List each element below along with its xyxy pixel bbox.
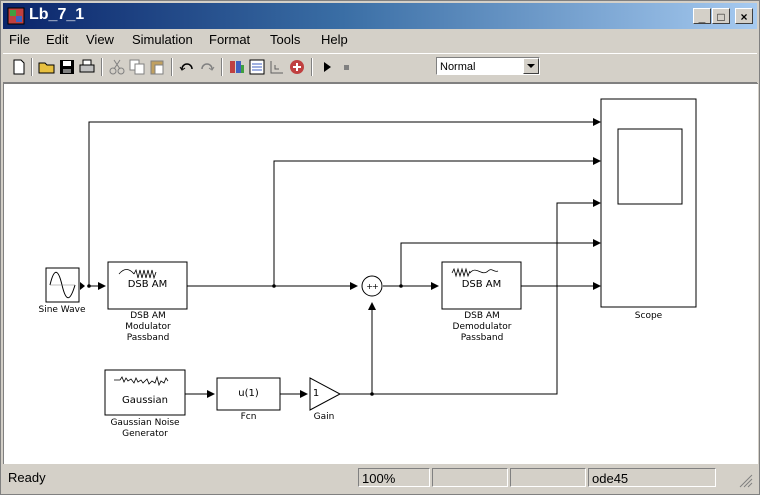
open-icon[interactable] bbox=[37, 57, 57, 77]
new-icon[interactable] bbox=[9, 57, 29, 77]
library-browser-icon[interactable] bbox=[227, 57, 247, 77]
noise-label: Gaussian Noise Generator bbox=[110, 418, 180, 439]
sum-block[interactable] bbox=[361, 275, 383, 297]
fcn-label: Fcn bbox=[240, 412, 257, 422]
title-bar[interactable]: Lb_7_1 _ □ × bbox=[3, 3, 757, 29]
dsb-am-modulator-block[interactable] bbox=[107, 261, 188, 310]
menu-bar: File Edit View Simulation Format Tools H… bbox=[3, 30, 757, 50]
gain-label: Gain bbox=[313, 412, 335, 422]
status-cell-empty bbox=[432, 468, 508, 487]
sine-wave-label: Sine Wave bbox=[38, 305, 86, 315]
toolbar-separator bbox=[221, 58, 223, 76]
demodulator-inner-text: DSB AM bbox=[461, 279, 502, 290]
save-icon[interactable] bbox=[57, 57, 77, 77]
gain-inner-text: 1 bbox=[312, 388, 320, 399]
menu-simulation[interactable]: Simulation bbox=[132, 32, 193, 47]
sum-signs: ++ bbox=[366, 282, 378, 291]
play-icon[interactable] bbox=[317, 57, 337, 77]
subsystem-icon[interactable] bbox=[267, 57, 287, 77]
gain-block[interactable] bbox=[309, 377, 342, 411]
toolbar-separator bbox=[311, 58, 313, 76]
solver-name: ode45 bbox=[588, 468, 716, 487]
model-explorer-icon[interactable] bbox=[247, 57, 267, 77]
simulation-mode-select[interactable]: Normal bbox=[436, 57, 540, 75]
debug-icon[interactable] bbox=[287, 57, 307, 77]
window-title: Lb_7_1 bbox=[29, 6, 85, 23]
toolbar-separator bbox=[101, 58, 103, 76]
print-icon[interactable] bbox=[77, 57, 97, 77]
status-cell-empty bbox=[510, 468, 586, 487]
close-button[interactable]: × bbox=[735, 8, 753, 24]
branch-points bbox=[87, 284, 403, 396]
stop-icon[interactable] bbox=[337, 57, 357, 77]
model-canvas[interactable]: DSB AM DSB AM Gaussian u(1) 1 ++ Sine Wa… bbox=[3, 83, 758, 464]
dropdown-arrow-button[interactable] bbox=[523, 58, 539, 74]
demodulator-label: DSB AM Demodulator Passband bbox=[452, 311, 512, 343]
fcn-inner-text: u(1) bbox=[238, 388, 259, 399]
status-bar: Ready 100% ode45 bbox=[3, 466, 757, 490]
menu-help[interactable]: Help bbox=[321, 32, 348, 47]
menu-tools[interactable]: Tools bbox=[270, 32, 301, 47]
simulation-mode-value: Normal bbox=[440, 61, 476, 73]
signal-lines bbox=[88, 118, 601, 398]
toolbar-separator bbox=[171, 58, 173, 76]
scope-block[interactable] bbox=[600, 98, 697, 308]
resize-grip-icon[interactable] bbox=[737, 472, 753, 488]
redo-icon[interactable] bbox=[197, 57, 217, 77]
scope-label: Scope bbox=[634, 311, 663, 321]
toolbar-separator bbox=[31, 58, 33, 76]
fcn-block[interactable] bbox=[216, 377, 281, 411]
minimize-button[interactable]: _ bbox=[693, 8, 711, 24]
gaussian-noise-block[interactable] bbox=[104, 369, 186, 416]
menu-edit[interactable]: Edit bbox=[46, 32, 69, 47]
simulink-app-icon bbox=[7, 7, 25, 25]
cut-icon[interactable] bbox=[107, 57, 127, 77]
undo-icon[interactable] bbox=[177, 57, 197, 77]
block-diagram bbox=[45, 98, 697, 416]
chevron-down-icon bbox=[527, 64, 535, 68]
dsb-am-demodulator-block[interactable] bbox=[441, 261, 522, 310]
modulator-inner-text: DSB AM bbox=[127, 279, 168, 290]
modulator-label: DSB AM Modulator Passband bbox=[125, 311, 171, 343]
noise-inner-text: Gaussian bbox=[122, 395, 168, 406]
menu-format[interactable]: Format bbox=[209, 32, 251, 47]
sine-wave-block[interactable] bbox=[45, 267, 85, 303]
paste-icon[interactable] bbox=[147, 57, 167, 77]
menu-view[interactable]: View bbox=[86, 32, 114, 47]
zoom-level: 100% bbox=[358, 468, 430, 487]
toolbar: Normal bbox=[3, 53, 757, 83]
copy-icon[interactable] bbox=[127, 57, 147, 77]
maximize-button[interactable]: □ bbox=[712, 8, 730, 24]
status-text: Ready bbox=[8, 470, 46, 485]
menu-file[interactable]: File bbox=[9, 32, 30, 47]
